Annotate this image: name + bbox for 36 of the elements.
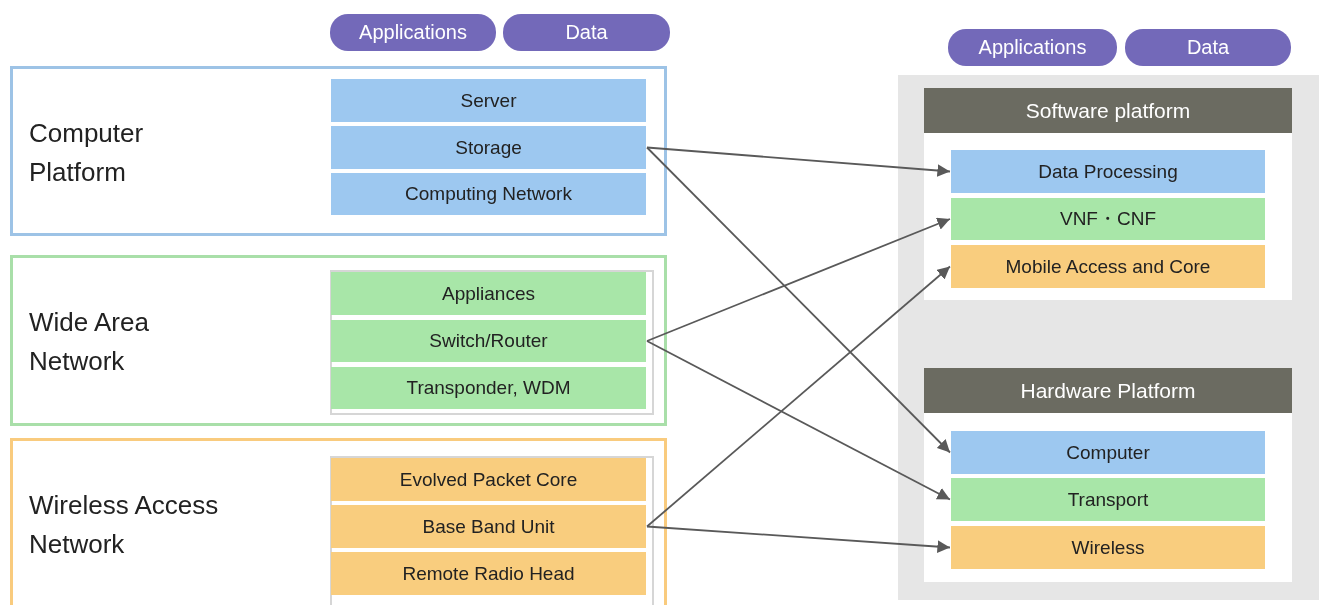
platform-box [924,88,1292,300]
group-box [10,66,667,236]
group-title: Wide Area Network [29,306,150,378]
header-bar: Hardware Platform [924,368,1292,413]
group-title: Computer Platform [29,117,145,189]
tag-pill: Applications [948,29,1117,66]
tag-pill: Applications [330,14,496,51]
platform-box [924,368,1292,582]
layer-box: Wireless [951,526,1265,569]
layer-box: Evolved Packet Core [331,458,646,501]
arrow [646,525,951,553]
layer-box: Server [331,79,646,122]
arrow [646,265,951,528]
group-box [10,438,667,605]
group-box [10,255,667,426]
layer-box: Computer [951,431,1265,474]
layer-box: Appliances [331,272,646,315]
layer-box: Mobile Access and Core [951,245,1265,288]
arrow [646,340,951,501]
header-bar: Software platform [924,88,1292,133]
arrow [646,217,951,342]
panel-background [898,75,1319,600]
group-title: Wireless Access Network [29,489,220,561]
layer-box: Base Band Unit [331,505,646,548]
layer-box: Data Processing [951,150,1265,193]
layer-box: Remote Radio Head [331,552,646,595]
arrow [646,146,951,177]
layer-box: VNF・CNF [951,198,1265,240]
layer-box: Storage [331,126,646,169]
layer-box: Transport [951,478,1265,521]
layer-box: Switch/Router [331,320,646,362]
arrow [646,146,951,454]
tag-pill: Data [1125,29,1291,66]
layer-box: Computing Network [331,173,646,215]
tag-pill: Data [503,14,670,51]
layer-box: Transponder, WDM [331,367,646,409]
